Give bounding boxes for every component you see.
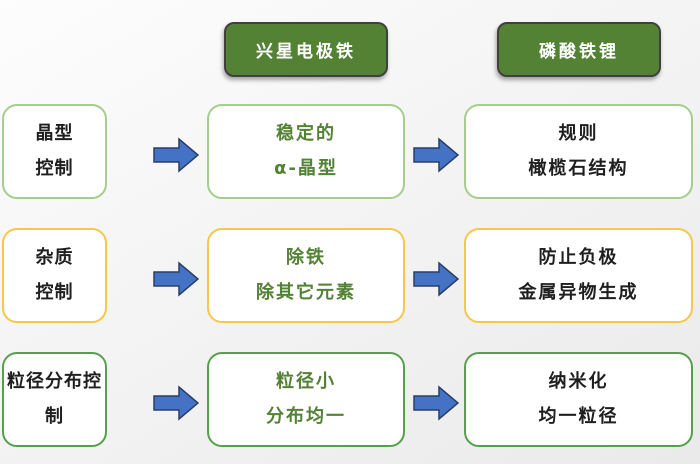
box-prevent-anode-metal-foreign-matter: 防止负极 金属异物生成 <box>464 228 693 323</box>
box-line: 粒径分布控 <box>7 371 102 393</box>
right-arrow-icon <box>153 261 199 297</box>
right-arrow-icon <box>153 137 199 173</box>
box-crystal-control: 晶型 控制 <box>2 104 107 199</box>
header-box-lfp: 磷酸铁锂 <box>497 22 661 77</box>
box-line: 粒径小 <box>276 371 336 393</box>
box-line: 稳定的 <box>276 123 336 145</box>
box-impurity-control: 杂质 控制 <box>2 228 107 323</box>
header-box-electrode-iron: 兴星电极铁 <box>224 22 388 77</box>
right-arrow-icon <box>413 137 459 173</box>
box-line: 晶型 <box>35 123 74 145</box>
box-iron-removal: 除铁 除其它元素 <box>207 228 405 323</box>
box-small-uniform-particle: 粒径小 分布均一 <box>207 352 405 447</box>
box-line: 控制 <box>35 282 74 303</box>
box-line: 均一粒径 <box>538 406 619 427</box>
box-line: 制 <box>45 406 64 427</box>
box-nano-uniform-size: 纳米化 均一粒径 <box>464 352 693 447</box>
right-arrow-icon <box>153 385 199 421</box>
right-arrow-icon <box>413 261 459 297</box>
box-line: α-晶型 <box>274 158 338 179</box>
box-line: 控制 <box>35 158 74 179</box>
box-line: 杂质 <box>35 247 74 269</box>
header-label: 磷酸铁锂 <box>539 42 619 62</box>
box-line: 橄榄石结构 <box>528 158 629 179</box>
header-label: 兴星电极铁 <box>256 42 356 62</box>
box-line: 除其它元素 <box>256 282 356 303</box>
box-line: 规则 <box>558 123 599 145</box>
box-particle-size-distribution-control: 粒径分布控 制 <box>2 352 107 447</box>
box-line: 分布均一 <box>266 406 346 427</box>
right-arrow-icon <box>413 385 459 421</box>
box-stable-alpha-crystal: 稳定的 α-晶型 <box>207 104 405 199</box>
box-line: 金属异物生成 <box>518 282 639 303</box>
box-line: 防止负极 <box>538 247 619 269</box>
box-line: 纳米化 <box>548 371 609 393</box>
box-olivine-structure: 规则 橄榄石结构 <box>464 104 693 199</box>
box-line: 除铁 <box>286 247 326 269</box>
